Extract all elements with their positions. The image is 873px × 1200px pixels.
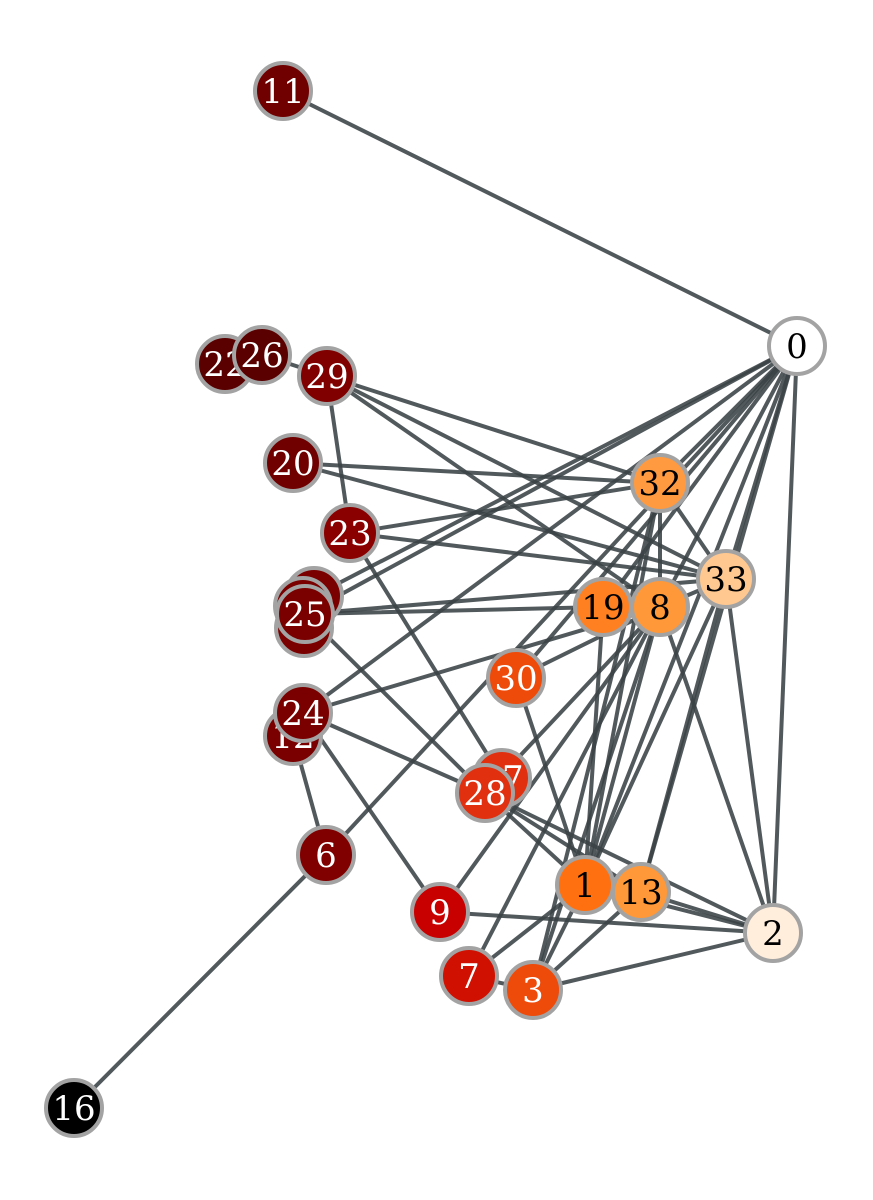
edge-33-1 [583, 577, 728, 887]
edge-0-5 [312, 344, 799, 598]
edge-33-13 [639, 577, 728, 894]
node-20[interactable]: 20 [263, 433, 323, 493]
edge-layer [72, 89, 799, 1110]
node-label: 16 [52, 1089, 95, 1129]
node-19[interactable]: 19 [573, 577, 633, 637]
node-label: 1 [574, 866, 596, 906]
node-label: 3 [522, 971, 544, 1011]
node-label: 20 [271, 444, 314, 484]
edge-25-19 [303, 605, 605, 616]
node-25[interactable]: 25 [275, 584, 335, 644]
node-1[interactable]: 1 [555, 855, 615, 915]
node-circle [297, 346, 357, 406]
node-8[interactable]: 8 [630, 577, 690, 637]
node-circle [275, 584, 335, 644]
edge-8-9 [438, 605, 662, 914]
node-33[interactable]: 33 [696, 549, 756, 609]
node-circle [455, 763, 515, 823]
node-16[interactable]: 16 [44, 1078, 104, 1138]
node-13[interactable]: 13 [611, 862, 671, 922]
node-label: 0 [786, 327, 808, 367]
node-label: 26 [240, 336, 283, 376]
edge-19-1 [583, 605, 605, 887]
node-label: 24 [281, 694, 324, 734]
node-24[interactable]: 24 [273, 683, 333, 743]
node-circle [253, 61, 313, 121]
edge-0-6 [324, 344, 799, 857]
edge-20-32 [291, 461, 662, 485]
node-label: 9 [429, 893, 451, 933]
edge-24-9 [301, 711, 442, 914]
node-label: 11 [261, 72, 304, 112]
edge-20-33 [291, 461, 728, 581]
edge-3-2 [531, 931, 775, 992]
node-circle [410, 882, 470, 942]
edge-8-1 [583, 605, 662, 887]
edge-33-2 [724, 577, 775, 935]
edge-29-32 [325, 374, 662, 485]
node-circle [320, 503, 380, 563]
node-7[interactable]: 7 [439, 946, 499, 1006]
node-label: 32 [638, 464, 681, 504]
node-23[interactable]: 23 [320, 503, 380, 563]
node-circle [44, 1078, 104, 1138]
edge-0-2 [771, 344, 799, 935]
edge-0-11 [281, 89, 799, 348]
node-circle [503, 960, 563, 1020]
node-2[interactable]: 2 [743, 903, 803, 963]
edge-24-28 [301, 711, 487, 795]
node-label: 25 [283, 595, 326, 635]
edge-8-3 [531, 605, 662, 992]
edge-0-1 [583, 344, 799, 887]
node-circle [630, 453, 690, 513]
node-32[interactable]: 32 [630, 453, 690, 513]
node-circle [273, 683, 333, 743]
node-26[interactable]: 26 [232, 325, 292, 385]
edge-0-19 [601, 344, 799, 609]
edge-16-6 [72, 853, 328, 1110]
node-label: 7 [458, 957, 480, 997]
node-label: 29 [305, 357, 348, 397]
node-circle [296, 825, 356, 885]
node-0[interactable]: 0 [767, 316, 827, 376]
edge-29-8 [325, 374, 662, 609]
edge-32-1 [583, 481, 662, 887]
node-circle [611, 862, 671, 922]
node-label: 28 [463, 774, 506, 814]
node-label: 33 [704, 560, 747, 600]
node-circle [232, 325, 292, 385]
edge-28-13 [483, 791, 643, 894]
node-29[interactable]: 29 [297, 346, 357, 406]
node-label: 8 [649, 588, 671, 628]
edge-23-32 [348, 481, 662, 535]
node-label: 13 [619, 873, 662, 913]
node-11[interactable]: 11 [253, 61, 313, 121]
node-label: 30 [494, 659, 537, 699]
node-label: 23 [328, 514, 371, 554]
edge-8-2 [658, 605, 775, 935]
node-layer: 1102226292032233351042519830122427286113… [44, 61, 827, 1138]
node-circle [696, 549, 756, 609]
node-3[interactable]: 3 [503, 960, 563, 1020]
node-circle [767, 316, 827, 376]
node-9[interactable]: 9 [410, 882, 470, 942]
edge-25-28 [303, 612, 487, 795]
node-circle [486, 648, 546, 708]
node-6[interactable]: 6 [296, 825, 356, 885]
node-label: 2 [762, 914, 784, 954]
node-circle [630, 577, 690, 637]
node-30[interactable]: 30 [486, 648, 546, 708]
edge-23-27 [348, 531, 504, 780]
node-label: 19 [581, 588, 624, 628]
edge-0-8 [658, 344, 799, 609]
node-label: 6 [315, 836, 337, 876]
edge-28-2 [483, 791, 775, 935]
node-28[interactable]: 28 [455, 763, 515, 823]
node-circle [743, 903, 803, 963]
node-circle [439, 946, 499, 1006]
node-circle [263, 433, 323, 493]
edge-23-33 [348, 531, 728, 581]
